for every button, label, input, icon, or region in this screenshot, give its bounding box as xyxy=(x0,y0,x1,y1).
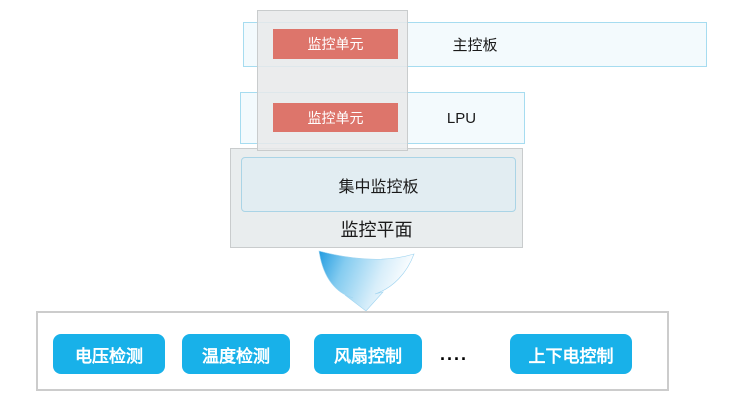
monitoring-plane-label: 监控平面 xyxy=(340,220,413,240)
main-control-board-label: 主控板 xyxy=(452,37,498,54)
down-arrow-icon xyxy=(314,248,420,312)
lpu-board-label: LPU xyxy=(446,109,477,127)
central-monitor-board-box: 集中监控板 xyxy=(241,157,516,212)
power-onoff-control-chip: 上下电控制 xyxy=(510,334,632,374)
functions-box: 电压检测 温度检测 风扇控制 .... 上下电控制 xyxy=(36,311,669,391)
ellipsis-dots: .... xyxy=(439,343,468,364)
monitor-unit-chip-main: 监控单元 xyxy=(273,29,398,59)
voltage-detection-chip: 电压检测 xyxy=(53,334,165,374)
temperature-detection-chip: 温度检测 xyxy=(182,334,290,374)
monitoring-plane-box: 集中监控板 监控平面 xyxy=(230,148,523,248)
fan-control-chip: 风扇控制 xyxy=(314,334,422,374)
monitor-unit-chip-lpu: 监控单元 xyxy=(273,103,398,132)
